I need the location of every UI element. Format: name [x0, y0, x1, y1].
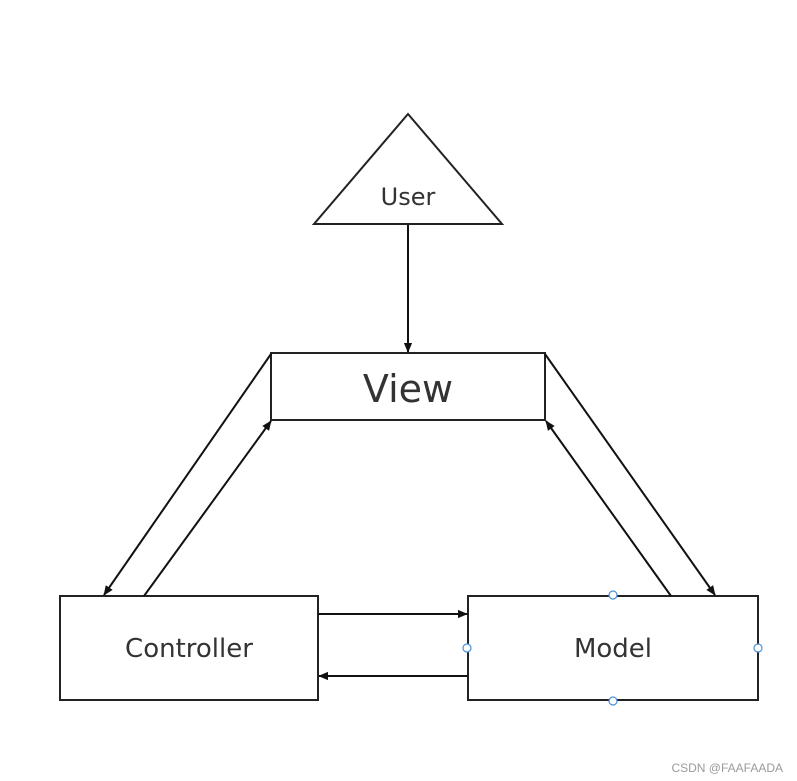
user-label: User — [381, 183, 436, 211]
model-resize-handle-right[interactable] — [753, 643, 763, 653]
model-node[interactable]: Model — [467, 595, 759, 701]
model-label: Model — [574, 634, 652, 664]
view-label: View — [363, 367, 453, 411]
controller-label: Controller — [125, 634, 253, 664]
model-resize-handle-bottom[interactable] — [608, 696, 618, 706]
edge-view-to-model — [544, 353, 716, 596]
model-resize-handle-top[interactable] — [608, 590, 618, 600]
model-resize-handle-left[interactable] — [462, 643, 472, 653]
edge-model-to-view — [545, 420, 672, 597]
watermark: CSDN @FAAFAADA — [671, 761, 783, 775]
edge-controller-to-view — [143, 420, 272, 597]
user-node[interactable]: User — [311, 112, 505, 225]
edge-view-to-controller — [103, 353, 272, 596]
view-node[interactable]: View — [270, 352, 546, 421]
controller-node[interactable]: Controller — [59, 595, 319, 701]
